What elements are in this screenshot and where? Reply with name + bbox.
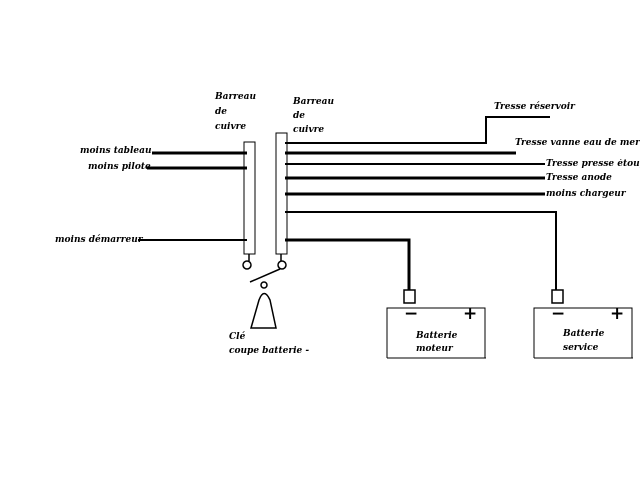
battery-service-terminal	[551, 289, 564, 304]
battery-moteur-plus: +	[463, 304, 478, 324]
battery-moteur-case	[386, 307, 486, 358]
battery-service-minus: −	[551, 304, 566, 324]
label-moins-tableau: moins tableau	[80, 146, 152, 156]
label-batterie-moteur-line1: Batterie	[416, 331, 458, 341]
label-busbar-left-line1: Barreau	[215, 92, 257, 102]
label-tresse-reservoir: Tresse réservoir	[494, 102, 575, 112]
label-busbar-left-line3: cuivre	[215, 122, 247, 132]
label-tresse-anode: Tresse anode	[546, 173, 612, 183]
battery-service-plus: +	[610, 304, 625, 324]
key-pivot	[260, 281, 268, 289]
busbar-left-terminal	[242, 260, 252, 270]
label-batterie-service-line1: Batterie	[563, 329, 605, 339]
label-tresse-presse: Tresse presse étoupe	[546, 159, 640, 169]
label-moins-chargeur: moins chargeur	[546, 189, 626, 199]
label-coupe-batterie: coupe batterie -	[229, 346, 310, 356]
battery-moteur-terminal	[403, 289, 416, 304]
label-batterie-moteur-line2: moteur	[416, 344, 453, 354]
label-busbar-right-line2: de	[293, 111, 306, 121]
wire-batterie-service	[285, 211, 557, 290]
key-handle	[250, 292, 277, 329]
wire-tresse-reservoir	[285, 116, 550, 144]
battery-moteur-minus: −	[404, 304, 419, 324]
label-moins-demarreur: moins démarreur	[55, 235, 143, 245]
label-busbar-right-line1: Barreau	[293, 97, 335, 107]
wire-batterie-moteur	[285, 238, 411, 290]
battery-service-case	[533, 307, 633, 358]
label-tresse-vanne: Tresse vanne eau de mer	[515, 138, 640, 148]
busbar-right-terminal	[277, 260, 287, 270]
switch-blade	[249, 268, 281, 283]
busbar-left	[243, 141, 256, 255]
label-busbar-right-line3: cuivre	[293, 125, 325, 135]
label-cle: Clé	[229, 332, 246, 342]
label-batterie-service-line2: service	[563, 343, 599, 353]
label-busbar-left-line2: de	[215, 107, 228, 117]
label-moins-pilote: moins pilote	[88, 162, 151, 172]
